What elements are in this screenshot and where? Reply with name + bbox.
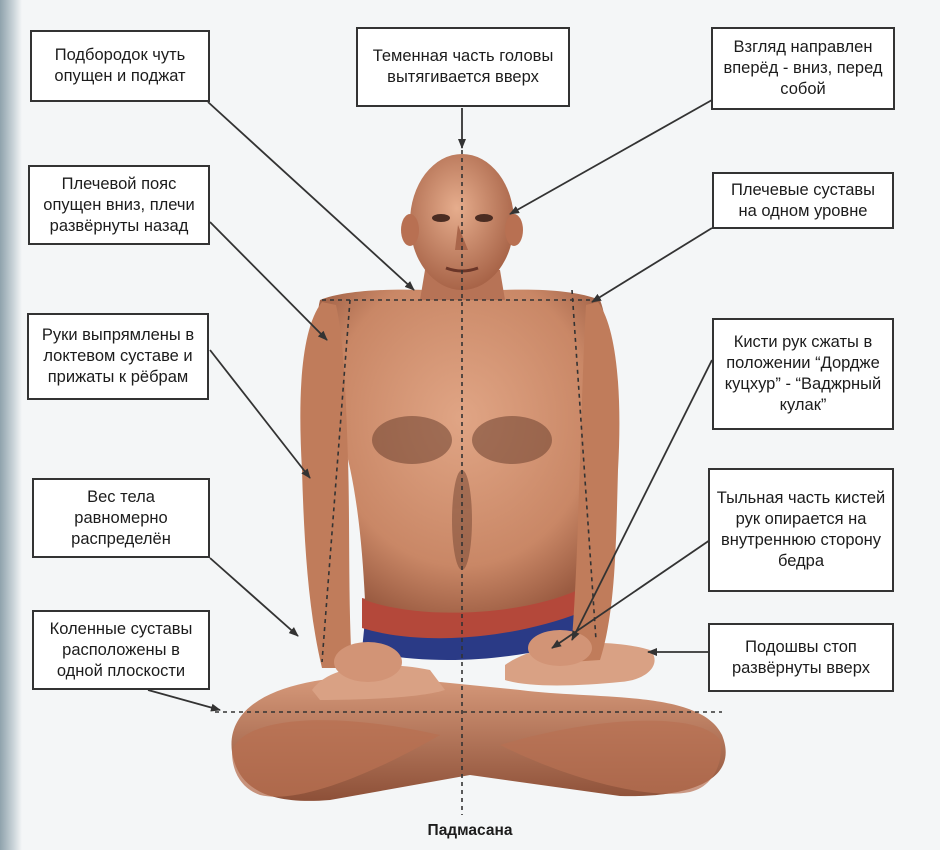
label-fists: Кисти рук сжаты в положении “Дордже куцх…	[712, 318, 894, 430]
label-weight: Вес тела равномерно распределён	[32, 478, 210, 558]
label-chin: Подбородок чуть опущен и поджат	[30, 30, 210, 102]
fists-arrow	[571, 359, 713, 641]
knees-arrow	[147, 689, 221, 712]
shoulder-girdle-arrow	[209, 221, 328, 341]
alignment-guides	[215, 150, 722, 815]
label-soles: Подошвы стоп развёрнуты вверх	[708, 623, 894, 692]
chin-arrow	[207, 101, 415, 291]
label-knees: Коленные суставы расположены в одной пло…	[32, 610, 210, 690]
arms	[300, 302, 620, 682]
hands-back-arrow	[551, 539, 711, 649]
page-edge-shadow	[0, 0, 22, 850]
gaze-arrow	[509, 99, 713, 215]
label-shoulder-girdle: Плечевой пояс опущен вниз, плечи развёрн…	[28, 165, 210, 245]
pose-caption: Падмасана	[427, 822, 513, 839]
weight-arrow	[209, 557, 299, 637]
right-arm-guide	[571, 289, 597, 641]
torso	[317, 289, 606, 613]
crossed-legs	[231, 642, 726, 801]
label-arms: Руки выпрямлены в локтевом суставе и при…	[27, 313, 209, 400]
label-shoulder-joints: Плечевые суставы на одном уровне	[712, 172, 894, 229]
label-hands-back: Тыльная часть кистей рук опирается на вн…	[708, 468, 894, 592]
shoulder-joints-arrow	[591, 227, 713, 303]
arms-arrow	[209, 349, 311, 479]
label-gaze: Взгляд направлен вперёд - вниз, перед со…	[711, 27, 895, 110]
label-crown: Теменная часть головы вытягивается вверх	[356, 27, 570, 107]
leader-lines	[147, 99, 713, 712]
